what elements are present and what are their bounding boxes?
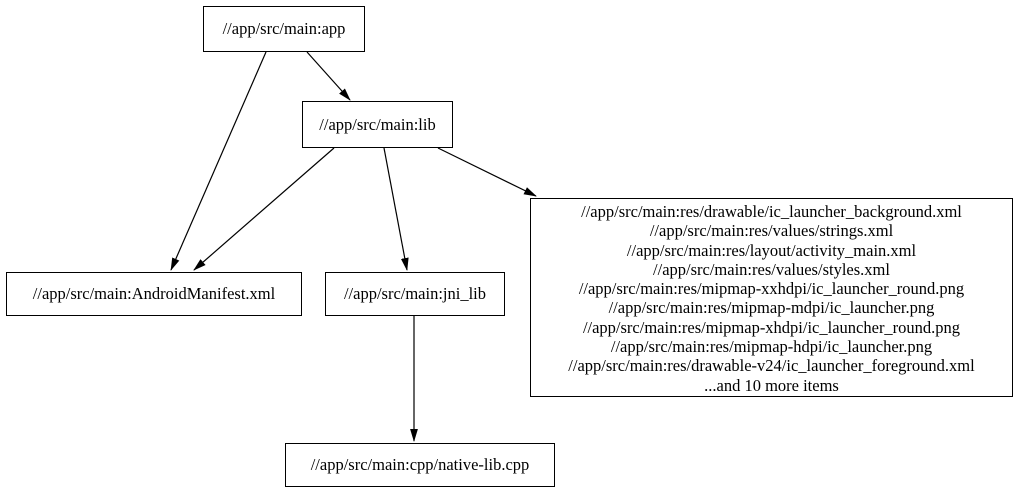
res-more-items: ...and 10 more items xyxy=(704,375,839,395)
res-item: //app/src/main:res/drawable-v24/ic_launc… xyxy=(568,356,975,376)
node-jni-lib: //app/src/main:jni_lib xyxy=(325,272,505,316)
res-item: //app/src/main:res/mipmap-hdpi/ic_launch… xyxy=(610,337,933,357)
res-item: //app/src/main:res/values/styles.xml xyxy=(653,259,890,279)
res-item: //app/src/main:res/values/strings.xml xyxy=(649,221,894,241)
res-item: //app/src/main:res/mipmap-xhdpi/ic_launc… xyxy=(582,317,961,337)
node-android-manifest-label: //app/src/main:AndroidManifest.xml xyxy=(32,284,276,303)
edge-app-to-lib xyxy=(306,51,351,101)
edge-lib-to-jni-lib xyxy=(383,147,409,271)
node-native-lib-cpp: //app/src/main:cpp/native-lib.cpp xyxy=(285,443,555,487)
node-lib: //app/src/main:lib xyxy=(302,101,453,148)
edge-lib-to-res-group xyxy=(437,147,537,197)
node-jni-lib-label: //app/src/main:jni_lib xyxy=(343,284,487,303)
node-app-label: //app/src/main:app xyxy=(222,19,346,38)
edge-app-to-manifest xyxy=(170,51,267,271)
edge-lib-to-manifest xyxy=(193,147,335,271)
res-item: //app/src/main:res/layout/activity_main.… xyxy=(626,240,917,260)
node-lib-label: //app/src/main:lib xyxy=(319,114,436,134)
res-item: //app/src/main:res/mipmap-mdpi/ic_launch… xyxy=(608,298,935,318)
res-item: //app/src/main:res/mipmap-xxhdpi/ic_laun… xyxy=(578,279,965,299)
node-app: //app/src/main:app xyxy=(203,6,365,52)
node-res-group: //app/src/main:res/drawable/ic_launcher_… xyxy=(530,198,1013,397)
node-native-lib-cpp-label: //app/src/main:cpp/native-lib.cpp xyxy=(310,455,530,474)
res-item: //app/src/main:res/drawable/ic_launcher_… xyxy=(581,202,962,221)
node-android-manifest: //app/src/main:AndroidManifest.xml xyxy=(6,272,302,316)
